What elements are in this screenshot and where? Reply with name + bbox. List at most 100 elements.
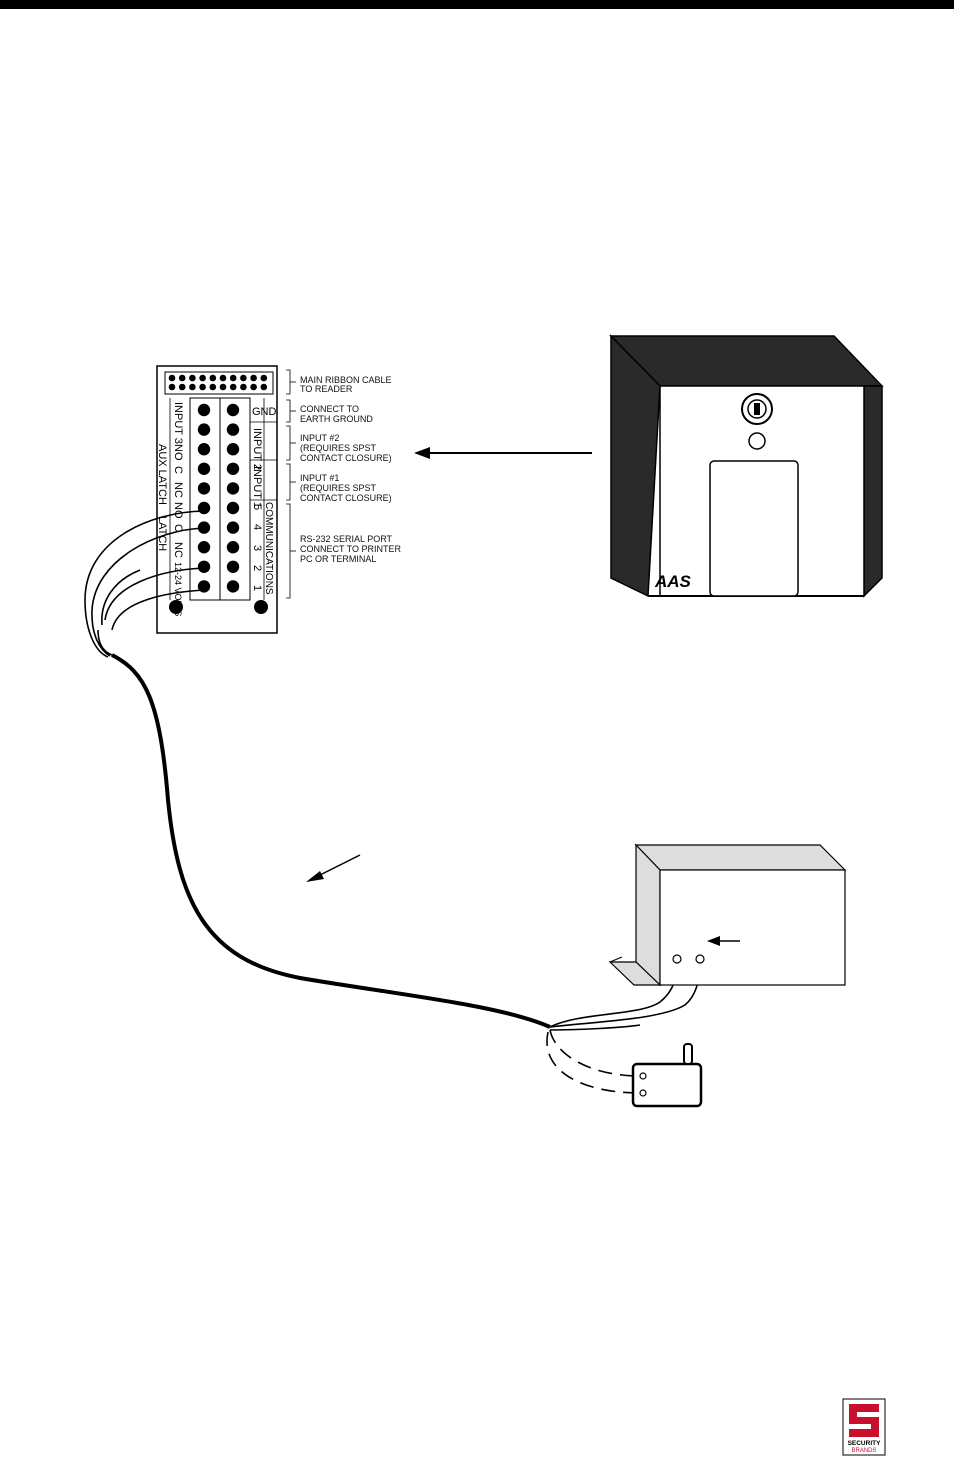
ribbon-pin (229, 374, 237, 382)
terminal-screw (226, 462, 240, 475)
svg-text:(REQUIRES SPST: (REQUIRES SPST (300, 443, 377, 453)
label-input-3: INPUT 3 (172, 402, 184, 444)
transformer-wires (546, 1029, 638, 1094)
label-latch-no: NO (172, 502, 184, 519)
ribbon-pin (209, 374, 217, 382)
label-communications: COMMUNICATIONS (263, 502, 274, 595)
label-volts: 12-24 VOLTS (173, 562, 183, 616)
svg-text:EARTH GROUND: EARTH GROUND (300, 414, 373, 424)
ribbon-pin (219, 374, 227, 382)
ribbon-pin (260, 374, 268, 382)
terminal-screw (226, 403, 240, 417)
ribbon-pin (260, 383, 268, 391)
label-aux-latch: AUX LATCH (156, 444, 168, 505)
terminal-post-2 (695, 954, 705, 964)
ribbon-pin (250, 374, 257, 382)
label-input-1: INPUT 1 (251, 466, 263, 508)
ribbon-pin (189, 374, 196, 382)
terminal-screw (197, 443, 211, 456)
svg-text:PC OR TERMINAL: PC OR TERMINAL (300, 554, 376, 564)
logo-text-security: SECURITY (848, 1440, 882, 1447)
ribbon-pin (250, 383, 257, 391)
svg-text:(REQUIRES SPST: (REQUIRES SPST (300, 483, 377, 493)
callout-ground: CONNECT TO EARTH GROUND (300, 404, 373, 424)
svg-text:INPUT #1: INPUT #1 (300, 473, 339, 483)
terminal-screw (226, 501, 240, 515)
terminal-board: INPUT 3 NO C NC NO C NC 12-24 VOLTS AUX … (156, 365, 278, 634)
ribbon-pin (168, 374, 176, 382)
power-supply-box (608, 843, 847, 987)
terminal-screw (226, 443, 240, 456)
callout-input-1: INPUT #1 (REQUIRES SPST CONTACT CLOSURE) (300, 473, 392, 503)
svg-text:RS-232 SERIAL PORT: RS-232 SERIAL PORT (300, 534, 393, 544)
svg-text:TO READER: TO READER (300, 384, 353, 394)
ribbon-pin (199, 374, 206, 382)
callout-input-2: INPUT #2 (REQUIRES SPST CONTACT CLOSURE) (300, 433, 392, 463)
ribbon-pin (199, 383, 206, 391)
label-comm-2: 2 (251, 565, 263, 571)
indicator-led-icon (748, 432, 766, 450)
label-aux-no: NO (172, 444, 184, 461)
ribbon-pin (178, 374, 186, 382)
label-comm-1: 1 (251, 585, 263, 591)
svg-text:INPUT #2: INPUT #2 (300, 433, 339, 443)
logo-text-brands: BRANDS (851, 1448, 876, 1454)
ribbon-pin (189, 383, 196, 391)
security-brands-logo: SECURITY BRANDS (842, 1398, 886, 1456)
callout-brackets (286, 369, 296, 599)
svg-text:CONTACT CLOSURE): CONTACT CLOSURE) (300, 493, 392, 503)
cable-arrow (306, 854, 361, 882)
ribbon-pin (178, 383, 186, 391)
label-latch: LATCH (156, 516, 168, 551)
terminal-screw (226, 560, 240, 573)
card-slot (709, 460, 799, 597)
label-input-2: INPUT 2 (251, 428, 263, 470)
card-reader: AAS (609, 334, 884, 598)
terminal-screw (197, 501, 211, 515)
mount-hole-right (254, 600, 268, 614)
top-rule (0, 0, 954, 9)
label-latch-c: C (172, 524, 184, 532)
main-cable (111, 653, 551, 1029)
label-comm-5: 5 (251, 504, 263, 510)
terminal-screw (226, 423, 240, 436)
terminal-screw (197, 462, 211, 475)
svg-text:CONNECT TO: CONNECT TO (300, 404, 359, 414)
label-gnd: GND (252, 406, 277, 418)
ribbon-pins (168, 374, 268, 391)
terminal-screw (226, 580, 240, 593)
svg-text:MAIN RIBBON CABLE: MAIN RIBBON CABLE (300, 375, 392, 385)
callout-ribbon: MAIN RIBBON CABLE TO READER (300, 375, 392, 394)
label-aux-c: C (172, 466, 184, 474)
ribbon-pin (240, 374, 247, 382)
brand-mark-icon (849, 1404, 879, 1437)
ribbon-pin (209, 383, 217, 391)
terminal-screw (197, 560, 211, 573)
label-aux-nc: NC (172, 482, 184, 498)
terminal-screw (197, 423, 211, 436)
terminal-screw (226, 541, 240, 554)
terminal-screw (226, 521, 240, 534)
ribbon-pin (240, 383, 247, 391)
reader-logo: AAS (654, 572, 692, 591)
mount-hole-left (169, 600, 183, 614)
label-comm-3: 3 (251, 545, 263, 551)
plug-transformer (631, 1043, 703, 1108)
svg-text:CONNECT TO PRINTER: CONNECT TO PRINTER (300, 544, 402, 554)
terminal-screw (226, 482, 240, 495)
terminal-wires (84, 510, 205, 658)
ribbon-pin (219, 383, 227, 391)
terminal-screw (197, 403, 211, 417)
svg-text:CONTACT CLOSURE): CONTACT CLOSURE) (300, 453, 392, 463)
callout-rs232: RS-232 SERIAL PORT CONNECT TO PRINTER PC… (300, 534, 402, 564)
terminal-post-1 (672, 954, 682, 964)
terminal-screws (197, 403, 240, 593)
label-latch-nc: NC (172, 542, 184, 558)
reader-arrow (414, 447, 592, 459)
ribbon-pin (229, 383, 237, 391)
ribbon-pin (168, 383, 176, 391)
label-comm-4: 4 (251, 524, 263, 530)
terminal-screw (197, 482, 211, 495)
terminal-screw (197, 521, 211, 534)
